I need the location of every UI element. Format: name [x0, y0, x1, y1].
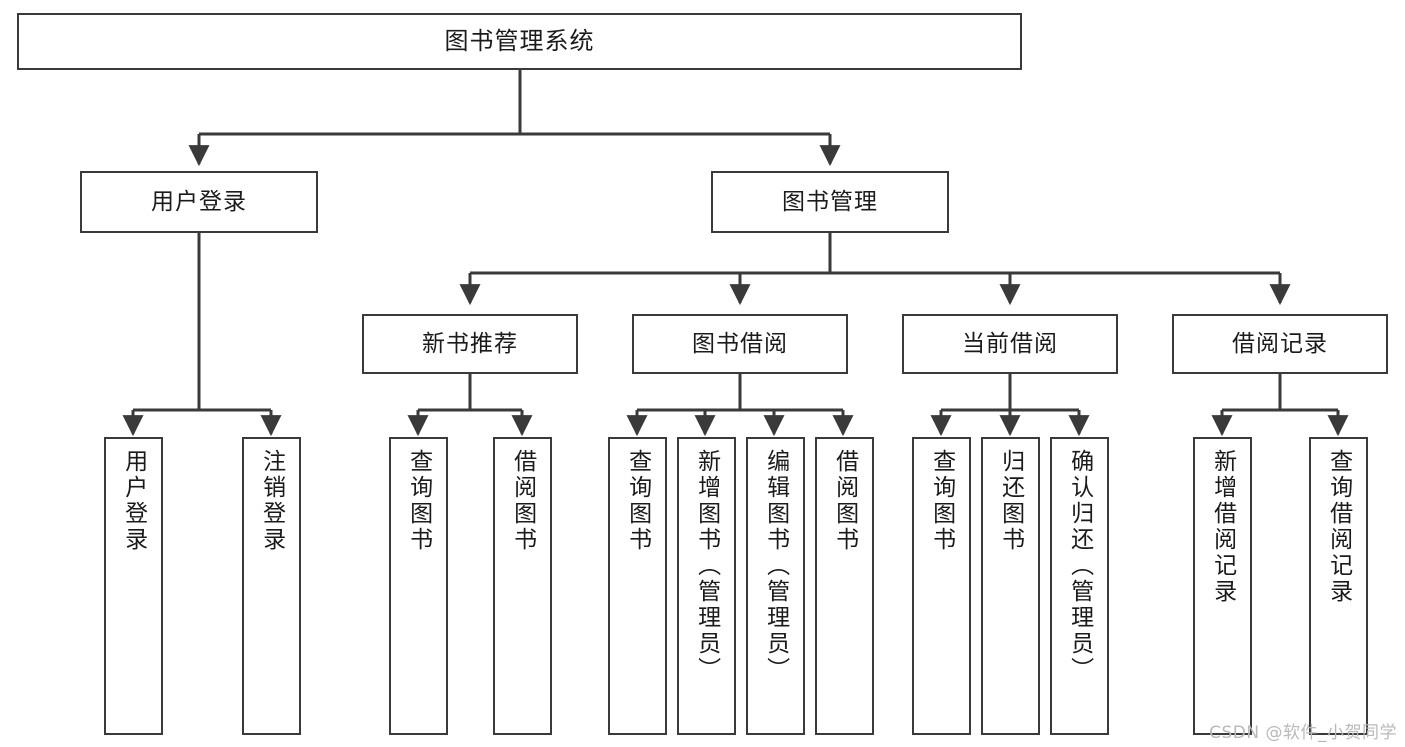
node-label: 新增借阅记录 [1209, 449, 1236, 605]
leaf-return-book[interactable]: 归还图书 [981, 437, 1040, 735]
node-label: 用户登录 [120, 449, 147, 553]
node-label: 图书管理系统 [444, 26, 595, 55]
node-label: 确认归还（管理员） [1066, 449, 1093, 683]
node-label: 归还图书 [997, 449, 1024, 553]
node-label: 用户登录 [151, 188, 247, 215]
node-label: 编辑图书（管理员） [762, 449, 789, 683]
node-label: 当前借阅 [962, 330, 1058, 357]
node-label: 查询图书 [928, 449, 955, 553]
leaf-user-login[interactable]: 用户登录 [104, 437, 163, 735]
node-label: 借阅图书 [831, 449, 858, 553]
leaf-borrow-book-2[interactable]: 借阅图书 [815, 437, 874, 735]
leaf-query-record[interactable]: 查询借阅记录 [1309, 437, 1368, 735]
node-root-library-system[interactable]: 图书管理系统 [17, 13, 1022, 70]
node-label: 新增图书（管理员） [693, 449, 720, 683]
leaf-query-book-1[interactable]: 查询图书 [389, 437, 448, 735]
leaf-borrow-book-1[interactable]: 借阅图书 [493, 437, 552, 735]
node-label: 图书管理 [782, 188, 878, 215]
leaf-logout-login[interactable]: 注销登录 [242, 437, 301, 735]
node-current-borrow[interactable]: 当前借阅 [902, 314, 1118, 374]
node-book-manage[interactable]: 图书管理 [711, 171, 949, 233]
node-book-borrow[interactable]: 图书借阅 [632, 314, 848, 374]
node-label: 图书借阅 [692, 330, 788, 357]
node-user-login[interactable]: 用户登录 [80, 171, 318, 233]
node-label: 注销登录 [258, 449, 285, 553]
node-label: 新书推荐 [422, 330, 518, 357]
leaf-confirm-return[interactable]: 确认归还（管理员） [1050, 437, 1109, 735]
node-borrow-record[interactable]: 借阅记录 [1172, 314, 1388, 374]
watermark: CSDN @软件_小贺同学 [1209, 723, 1397, 743]
node-label: 借阅记录 [1232, 330, 1328, 357]
leaf-edit-book[interactable]: 编辑图书（管理员） [746, 437, 805, 735]
leaf-add-book[interactable]: 新增图书（管理员） [677, 437, 736, 735]
node-new-book-recommend[interactable]: 新书推荐 [362, 314, 578, 374]
node-label: 查询借阅记录 [1325, 449, 1352, 605]
leaf-query-book-2[interactable]: 查询图书 [608, 437, 667, 735]
node-label: 借阅图书 [509, 449, 536, 553]
leaf-query-book-3[interactable]: 查询图书 [912, 437, 971, 735]
node-label: 查询图书 [405, 449, 432, 553]
leaf-add-record[interactable]: 新增借阅记录 [1193, 437, 1252, 735]
node-label: 查询图书 [624, 449, 651, 553]
